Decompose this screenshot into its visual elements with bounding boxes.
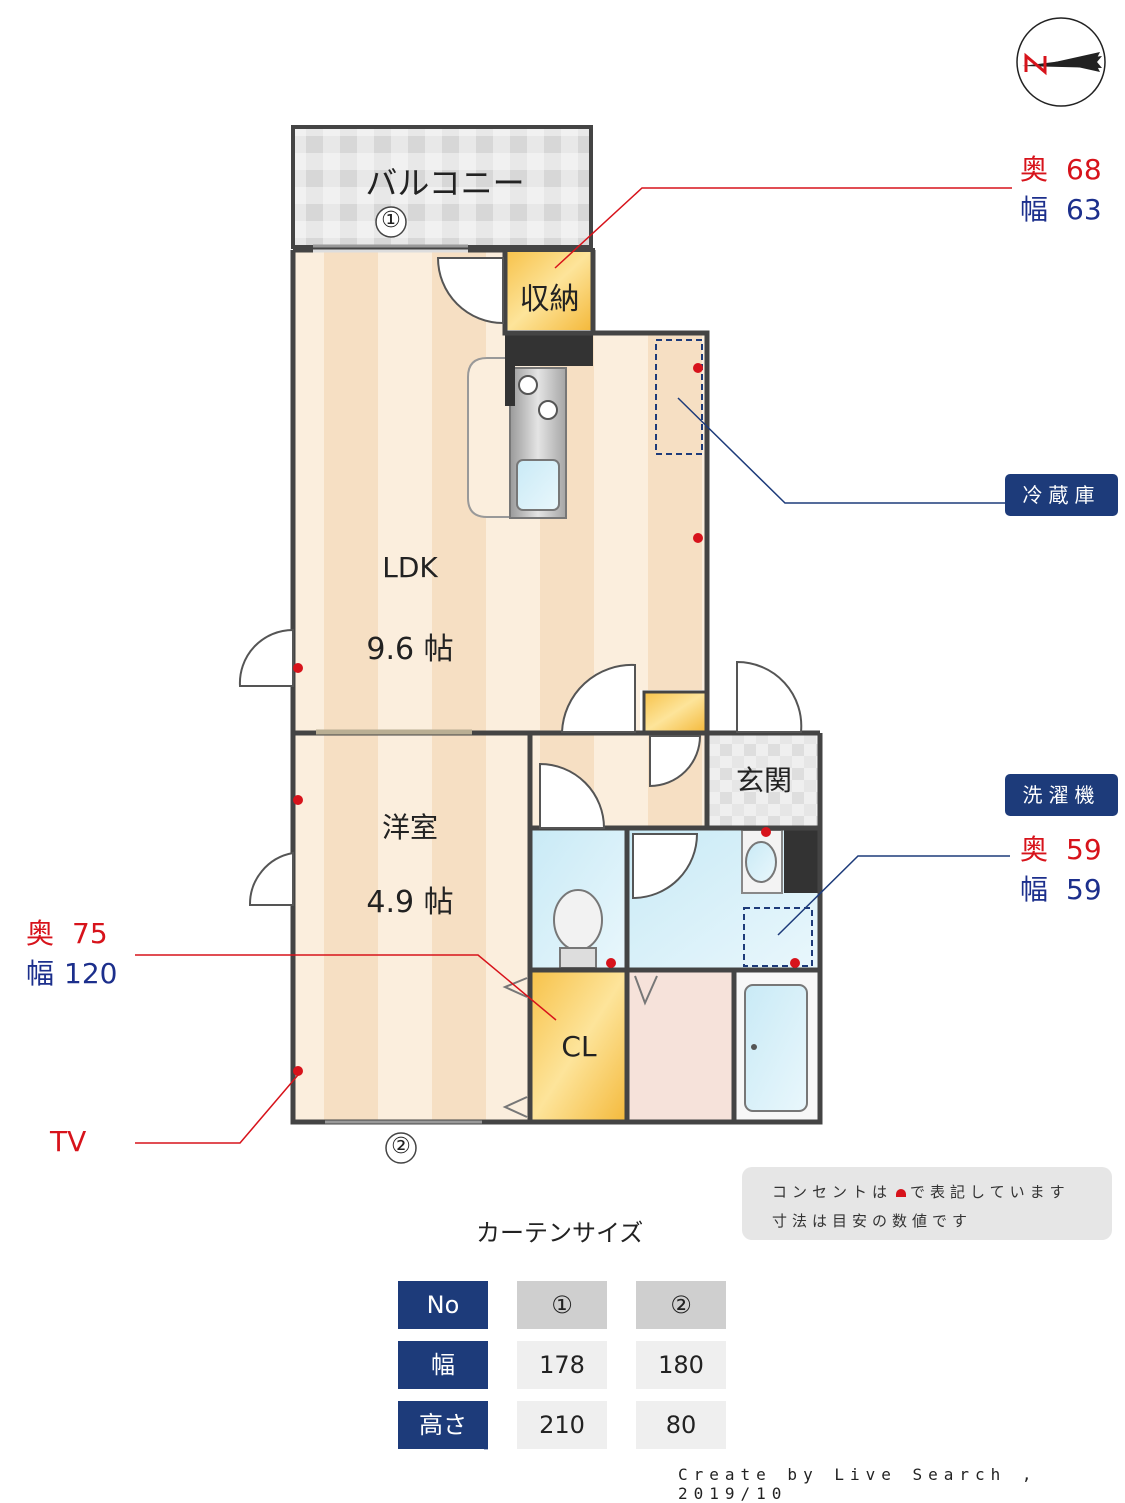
- western-room-floor: [293, 733, 528, 1122]
- toilet-bowl: [553, 889, 603, 951]
- washer-depth-value: 59: [1066, 833, 1102, 866]
- header-no: No: [398, 1281, 488, 1329]
- storage-leader: [554, 187, 1012, 269]
- storage-width-value: 63: [1066, 193, 1102, 226]
- storage-dimensions: 奥 68 幅 63: [1020, 150, 1102, 230]
- dark-column: [505, 333, 593, 366]
- cell-height-1: 210: [517, 1401, 607, 1449]
- note-line-1: コンセントはで表記しています: [772, 1181, 1070, 1202]
- credit-text: Create by Live Search , 2019/10: [678, 1465, 1038, 1503]
- closet-width-label: 幅: [26, 957, 55, 990]
- western-room-size: 4.9 帖: [366, 885, 454, 920]
- closet-leader: [135, 954, 557, 1021]
- legend-note: コンセントはで表記しています 寸法は目安の数値です: [742, 1167, 1112, 1240]
- washer-leader: [777, 855, 1010, 936]
- closet-dimensions: 奥 75 幅 120: [26, 914, 117, 994]
- ldk-label: LDK: [382, 551, 438, 584]
- bathtub: [744, 984, 808, 1112]
- kitchen-counter: [467, 357, 511, 518]
- washer-space: [743, 907, 813, 967]
- note-line-2: 寸法は目安の数値です: [772, 1212, 973, 1230]
- cell-no-2: ②: [636, 1281, 726, 1329]
- closet-label: CL: [561, 1030, 597, 1063]
- fridge-space: [655, 339, 703, 455]
- header-height: 高さ: [398, 1401, 488, 1449]
- western-room-label: 洋室: [381, 811, 438, 844]
- entrance-floor: [708, 733, 819, 828]
- tv-label: TV: [50, 1125, 87, 1158]
- storage-width-label: 幅: [1020, 193, 1049, 226]
- shoe-box: [642, 690, 708, 734]
- cell-width-1: 178: [517, 1341, 607, 1389]
- note-line-1-end: で表記しています: [910, 1183, 1070, 1201]
- fridge-leader: [677, 397, 1006, 504]
- entrance-label: 玄関: [735, 764, 792, 797]
- window-1-marker: ①: [381, 208, 401, 233]
- closet-depth-label: 奥: [26, 917, 55, 950]
- washer-badge: 洗濯機: [1005, 774, 1118, 816]
- compass-icon: [1016, 17, 1106, 107]
- cell-height-2: 80: [636, 1401, 726, 1449]
- door-swings: [238, 257, 803, 906]
- dressing-floor: [628, 972, 733, 1122]
- storage-depth-label: 奥: [1020, 153, 1049, 186]
- washer-depth-label: 奥: [1020, 833, 1049, 866]
- window-1: [313, 244, 468, 253]
- cell-no-1: ①: [517, 1281, 607, 1329]
- storage-depth-value: 68: [1066, 153, 1102, 186]
- balcony-area: [291, 125, 593, 249]
- storage-label: 収納: [519, 282, 580, 317]
- header-width: 幅: [398, 1341, 488, 1389]
- closet-depth-value: 75: [72, 917, 108, 950]
- washer-width-value: 59: [1066, 873, 1102, 906]
- storage-floor: [507, 250, 592, 330]
- washer-dimensions: 奥 59 幅 59: [1020, 830, 1102, 910]
- cell-width-2: 180: [636, 1341, 726, 1389]
- fridge-badge: 冷蔵庫: [1005, 474, 1118, 516]
- closet-width-value: 120: [64, 957, 118, 990]
- closet-floor: [531, 972, 627, 1122]
- note-line-1-start: コンセントは: [772, 1183, 893, 1201]
- washer-width-label: 幅: [1020, 873, 1049, 906]
- outlet-marker-icon: [896, 1189, 907, 1197]
- ldk-size: 9.6 帖: [366, 632, 454, 667]
- balcony-label: バルコニー: [365, 164, 525, 202]
- window-2-marker: ②: [391, 1134, 411, 1159]
- curtain-table-title: カーテンサイズ: [476, 1219, 644, 1247]
- outlets: [293, 363, 800, 1076]
- tv-leader: [135, 1074, 299, 1144]
